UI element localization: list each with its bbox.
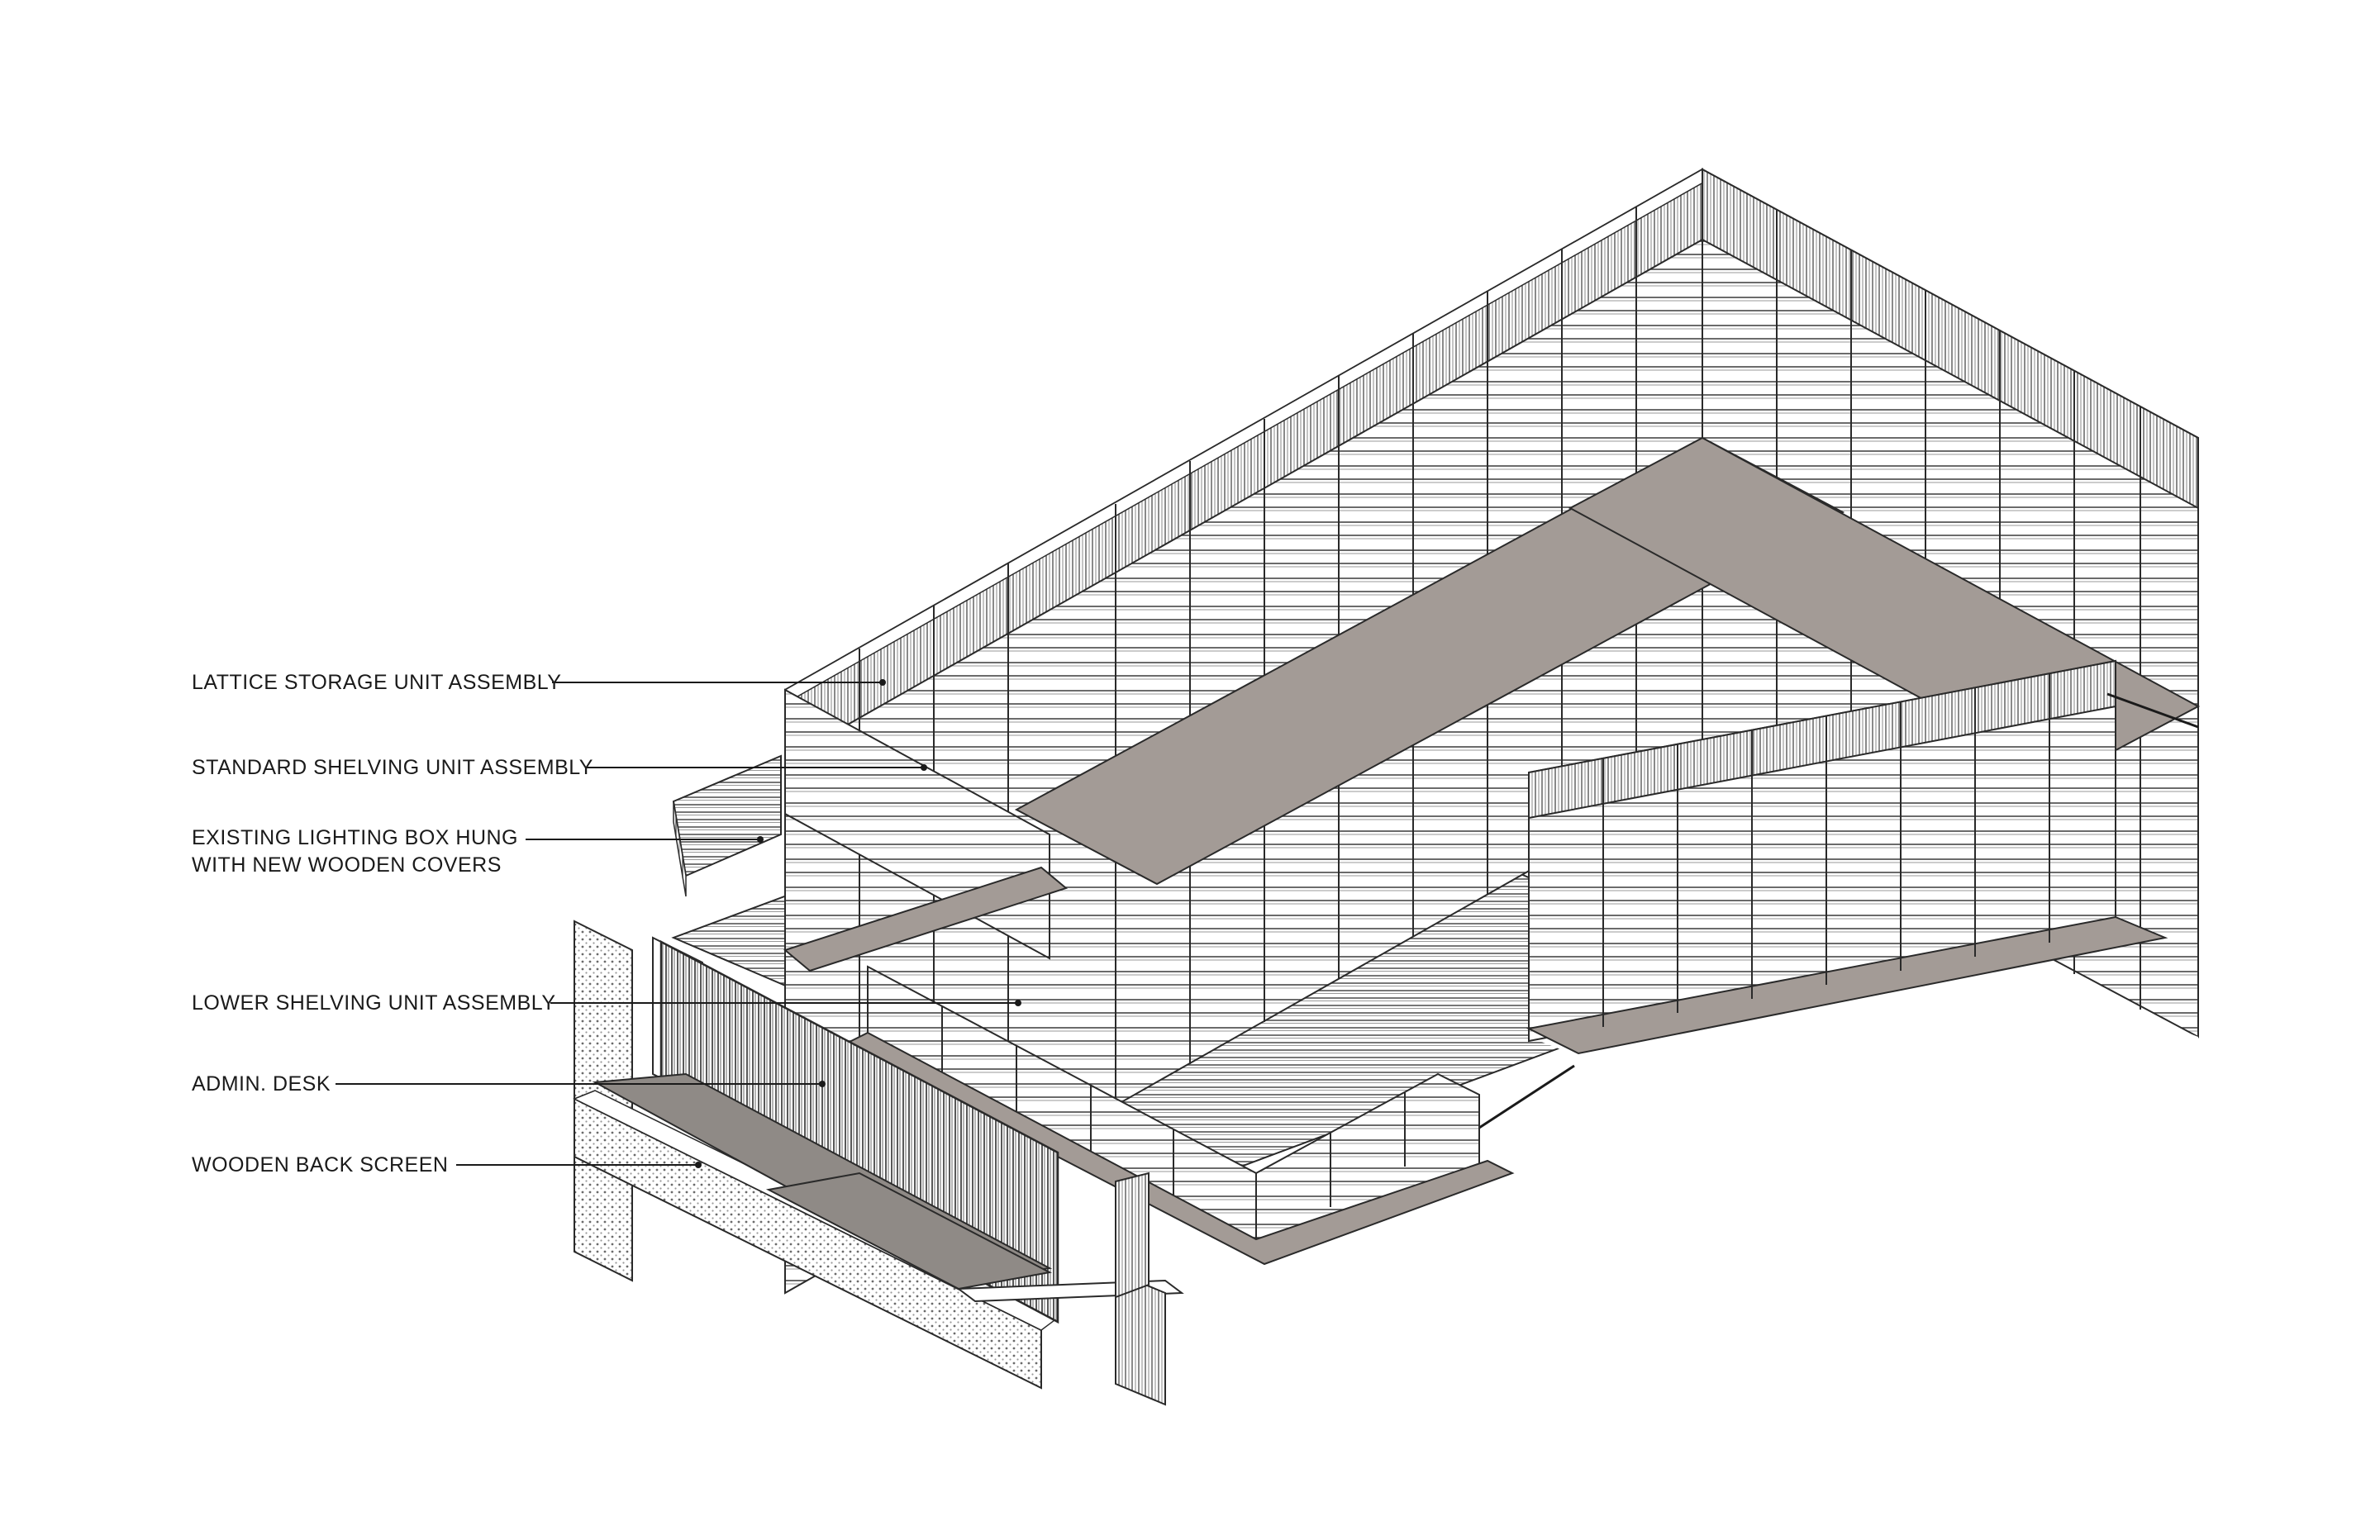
label-lighting-box: EXISTING LIGHTING BOX HUNG WITH NEW WOOD… xyxy=(192,826,764,877)
label-desk-text: ADMIN. DESK xyxy=(192,1072,331,1096)
right-shelving-block xyxy=(1478,659,2199,1301)
label-lower-shelving: LOWER SHELVING UNIT ASSEMBLY xyxy=(192,991,1021,1015)
admin-desk-assembly xyxy=(573,920,1184,1406)
label-lattice-storage: LATTICE STORAGE UNIT ASSEMBLY xyxy=(192,671,886,694)
label-lighting-line1: EXISTING LIGHTING BOX HUNG xyxy=(192,826,518,849)
label-lower-text: LOWER SHELVING UNIT ASSEMBLY xyxy=(192,991,556,1015)
label-standard-shelving: STANDARD SHELVING UNIT ASSEMBLY xyxy=(192,756,927,779)
label-standard-text: STANDARD SHELVING UNIT ASSEMBLY xyxy=(192,756,593,779)
label-lattice-text: LATTICE STORAGE UNIT ASSEMBLY xyxy=(192,671,561,694)
label-admin-desk: ADMIN. DESK xyxy=(192,1072,826,1096)
label-lighting-line2: WITH NEW WOODEN COVERS xyxy=(192,853,502,877)
label-wooden-back-screen: WOODEN BACK SCREEN xyxy=(192,1153,702,1176)
label-screen-text: WOODEN BACK SCREEN xyxy=(192,1153,448,1176)
